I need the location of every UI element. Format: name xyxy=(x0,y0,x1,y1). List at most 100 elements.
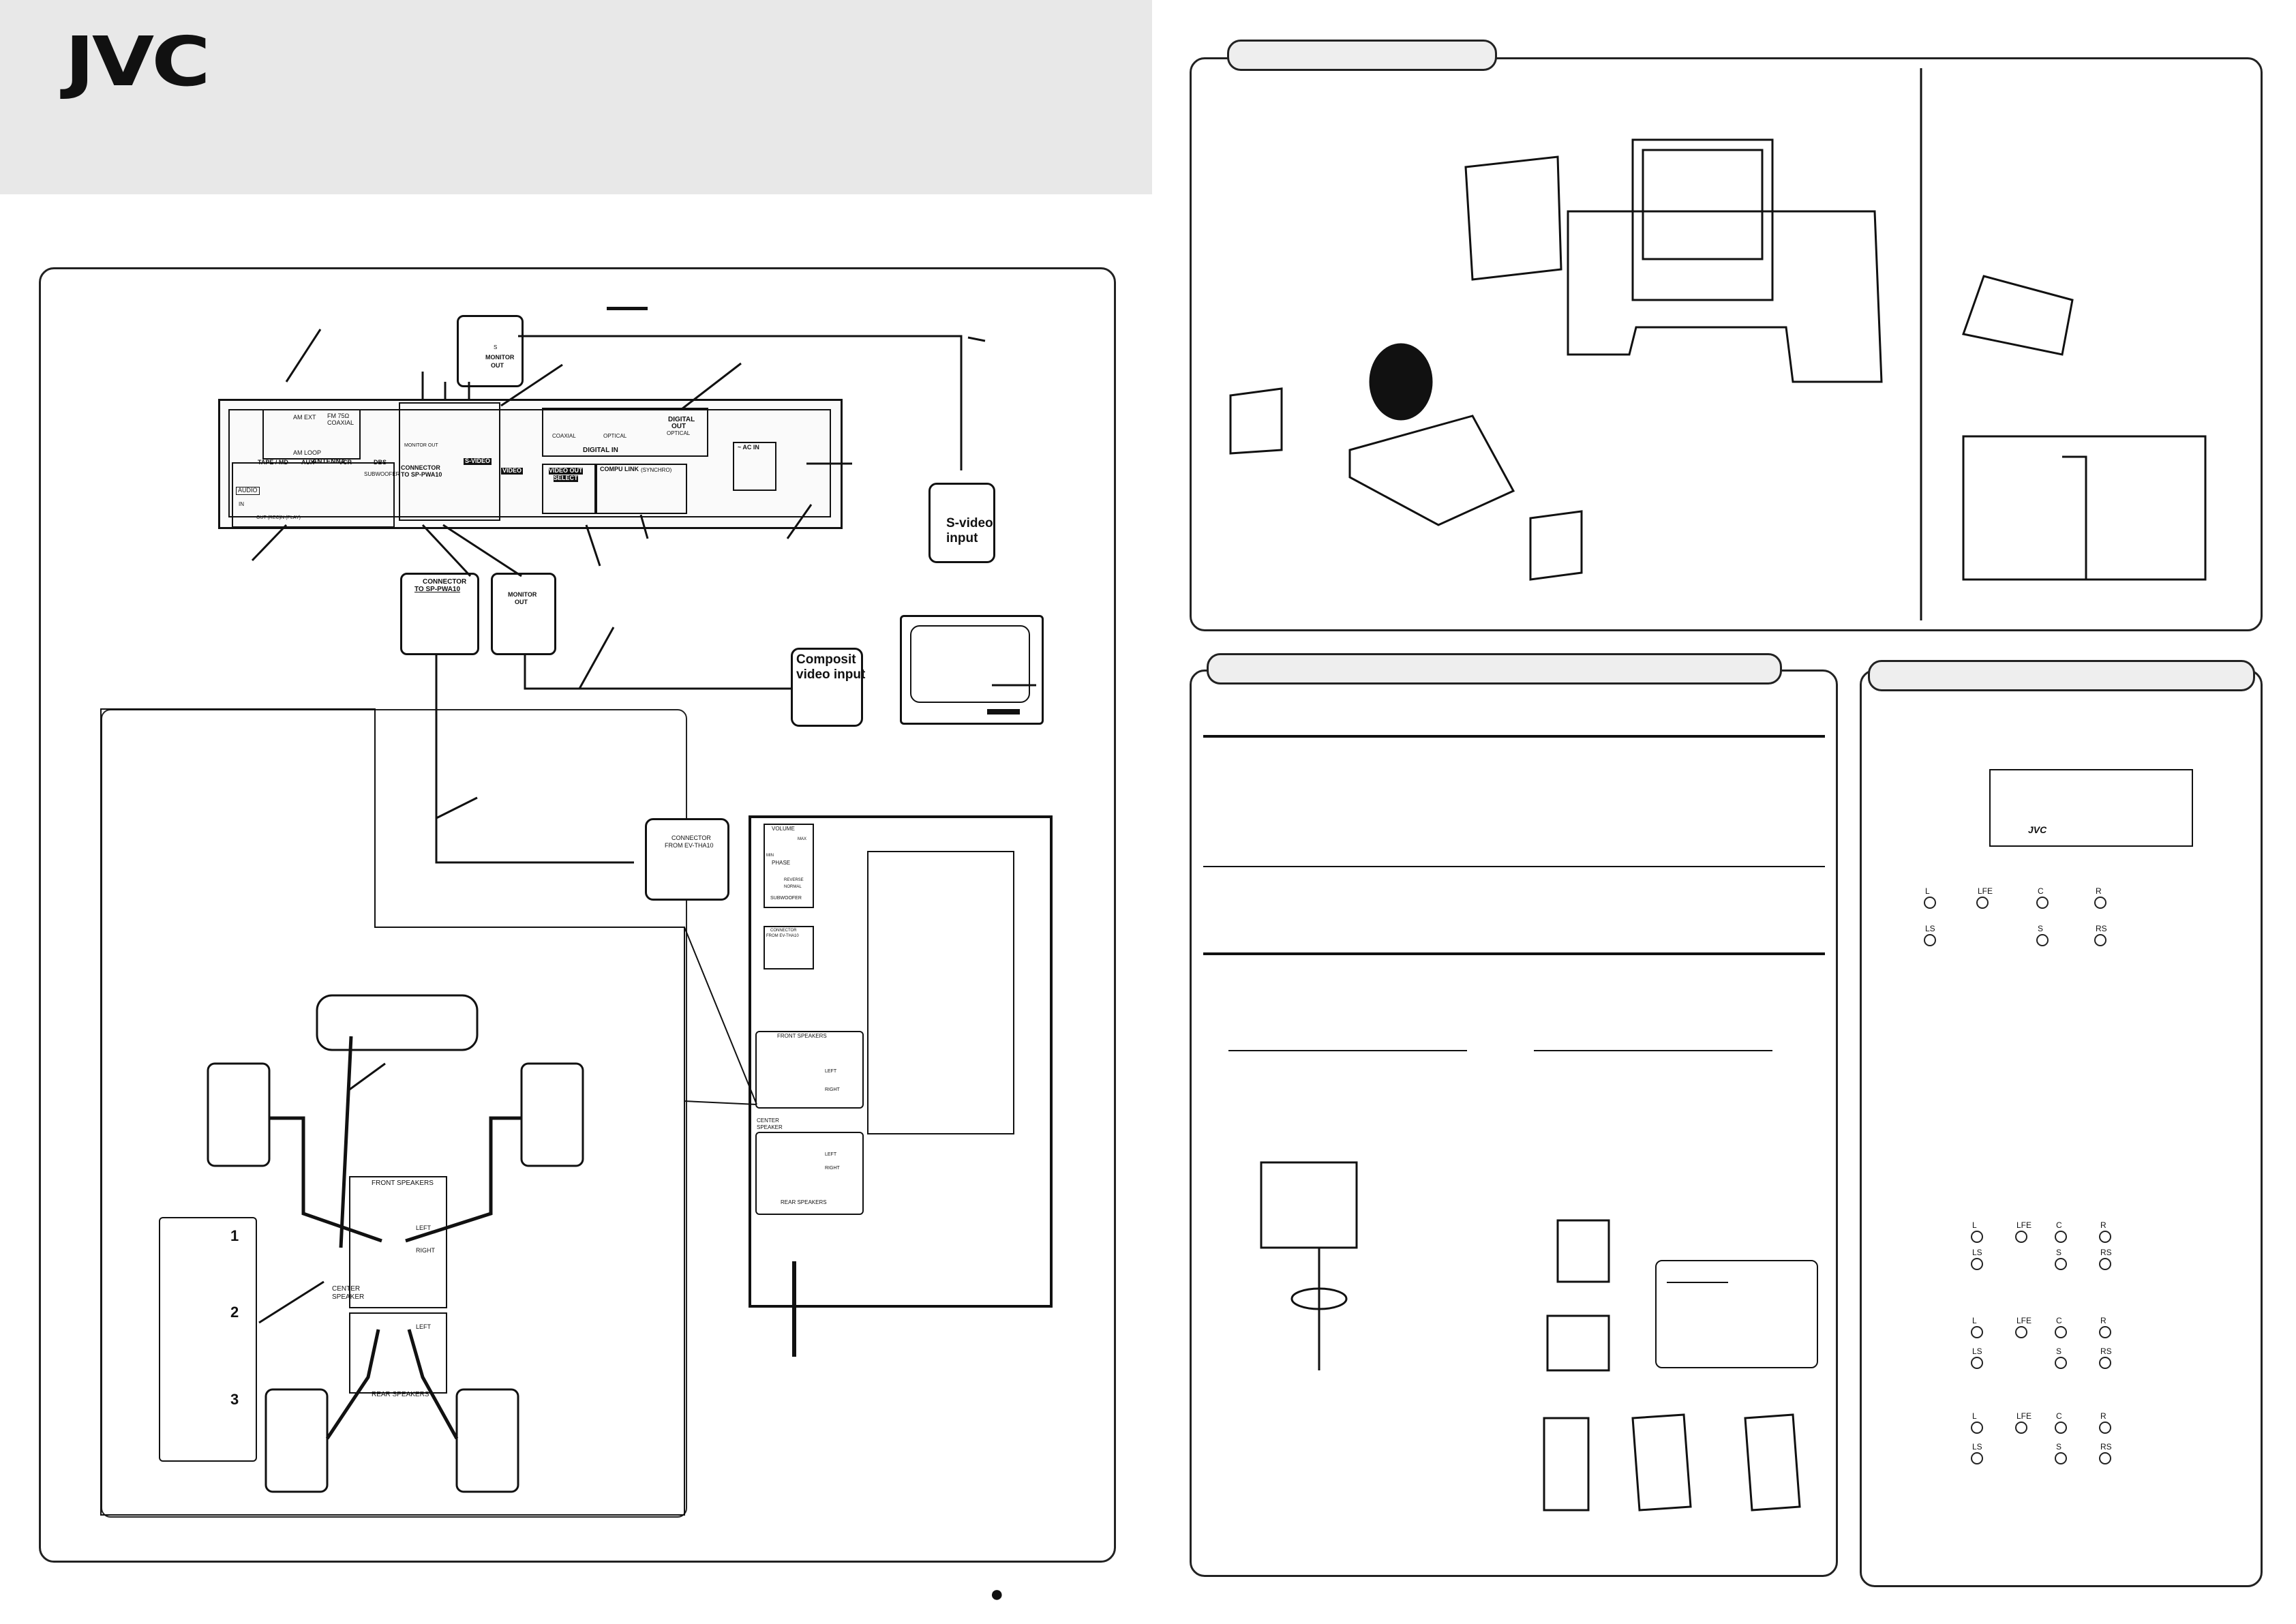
sub-subwoofer-label: SUBWOOFER xyxy=(770,896,802,901)
rear-left-speaker xyxy=(1229,387,1283,455)
indicator-panel xyxy=(1860,670,2263,1587)
rule-5 xyxy=(1534,1050,1772,1051)
sub-center-speaker-label: CENTER xyxy=(757,1117,779,1124)
rule-3 xyxy=(1203,952,1825,955)
tv-stand xyxy=(1567,210,1883,383)
placement-tab xyxy=(1227,40,1497,71)
wall-mount-plate xyxy=(1962,435,2207,581)
indicator-label-s: S xyxy=(2056,1442,2062,1452)
dbs-label: DBS xyxy=(374,459,387,466)
monitor-out-callout xyxy=(491,573,556,655)
indicator-led-l xyxy=(1971,1326,1983,1338)
antenna-block xyxy=(262,409,361,460)
indicator-led-c xyxy=(2055,1422,2067,1434)
digital-out-label: DIGITAL xyxy=(668,416,695,423)
connector-to-label: CONNECTOR xyxy=(401,464,440,471)
step-2: 2 xyxy=(230,1304,239,1321)
indicator-led-ls xyxy=(1971,1357,1983,1369)
connector-cable xyxy=(435,655,634,864)
video-out-select-label-2: SELECT xyxy=(554,475,578,482)
rule-1 xyxy=(1203,735,1825,738)
connector-to-callout-label-2: TO SP-PWA10 xyxy=(414,586,461,593)
svideo-input-label-2: input xyxy=(946,531,978,545)
sub-right-label-2: RIGHT xyxy=(825,1166,840,1171)
settings-tab xyxy=(1207,653,1782,685)
tv-monitor xyxy=(900,615,1044,725)
sub-left-label: LEFT xyxy=(825,1069,837,1074)
vcr-label: VCR xyxy=(339,459,352,466)
s-monitor-out-callout xyxy=(457,315,524,387)
compu-link-synchro-label: (SYNCHRO) xyxy=(641,467,672,473)
front-display-logo: JVC xyxy=(2028,824,2047,835)
svideo-input-label: S-video xyxy=(946,516,993,530)
indicator-led-ls xyxy=(1971,1452,1983,1464)
rear-right-speaker xyxy=(1529,510,1583,581)
indicator-led-s xyxy=(2055,1452,2067,1464)
indicator-label-l: L xyxy=(1972,1411,1977,1421)
indicator-label-l: L xyxy=(1972,1316,1977,1325)
sub-phase-label: PHASE xyxy=(772,860,791,866)
antenna-label: ANTENNA xyxy=(312,458,346,466)
indicator-label-ls: LS xyxy=(1972,1347,1982,1356)
tv-indicator xyxy=(987,709,1020,715)
indicator-led-lfe xyxy=(2015,1326,2027,1338)
jvc-logo: JVC xyxy=(65,21,211,102)
sub-vent-area xyxy=(867,851,1014,1134)
am-loop-label: AM LOOP xyxy=(293,449,322,456)
indicator-label-c: C xyxy=(2056,1411,2062,1421)
indicator-led-rs xyxy=(2094,934,2106,946)
indicator-label-c: C xyxy=(2056,1220,2062,1230)
indicator-led-r xyxy=(2099,1326,2111,1338)
indicator-label-s: S xyxy=(2056,1248,2062,1257)
indicator-led-lfe xyxy=(2015,1231,2027,1243)
indicator-led-c xyxy=(2055,1326,2067,1338)
indicator-label-lfe: LFE xyxy=(2016,1316,2032,1325)
indicator-label-r: R xyxy=(2100,1316,2106,1325)
indicator-led-lfe xyxy=(2015,1422,2027,1434)
indicator-led-c xyxy=(2036,897,2049,909)
wiring-rear-terminal-block xyxy=(349,1312,447,1394)
subwoofer-label: SUBWOOFER xyxy=(364,471,400,477)
wiring-right-label: RIGHT xyxy=(416,1247,435,1254)
tv-screen xyxy=(910,625,1030,703)
s-video-label: S-VIDEO xyxy=(464,457,492,465)
sub-rear-speaker-block xyxy=(755,1132,864,1215)
indicator-label-r: R xyxy=(2100,1220,2106,1230)
monitor-out-callout-label: MONITOR xyxy=(508,591,537,598)
indicator-led-l xyxy=(1971,1422,1983,1434)
indicator-label-s: S xyxy=(2056,1347,2062,1356)
indicator-led-rs xyxy=(2099,1452,2111,1464)
sub-normal-label: NORMAL xyxy=(784,885,802,889)
svideo-cable xyxy=(518,335,963,470)
mounted-speaker xyxy=(1260,1161,1358,1249)
subwoofer-rear-panel xyxy=(749,815,1053,1308)
header-band xyxy=(0,0,1152,194)
indicator-label-lfe: LFE xyxy=(2016,1411,2032,1421)
fm75-coaxial-label: COAXIAL xyxy=(327,419,354,426)
video-out-select-block xyxy=(542,464,596,514)
compu-link-block xyxy=(596,464,687,514)
ac-in-block xyxy=(733,442,776,491)
step-3: 3 xyxy=(230,1391,239,1408)
indicator-led-rs xyxy=(2099,1258,2111,1270)
wiring-subpanel-outline xyxy=(100,708,685,1516)
sub-center-speaker-label-2: SPEAKER xyxy=(757,1124,783,1130)
video-out-select-label: VIDEO OUT xyxy=(549,467,583,475)
indicator-label-rs: RS xyxy=(2100,1442,2112,1452)
ac-in-label: ~ AC IN xyxy=(738,444,759,451)
digital-out-label-2: OUT xyxy=(671,423,686,430)
wiring-terminal-block xyxy=(349,1176,447,1308)
note-box xyxy=(1655,1260,1818,1368)
sub-connector-label: CONNECTOR xyxy=(770,929,797,933)
front-left-speaker xyxy=(1464,155,1562,281)
in-label: IN xyxy=(239,501,244,507)
indicator-label-lfe: LFE xyxy=(1978,886,1993,896)
indicator-label-ls: LS xyxy=(1972,1248,1982,1257)
indicator-label-ls: LS xyxy=(1925,924,1935,933)
digital-in-label: DIGITAL IN xyxy=(583,447,618,454)
in-play-label: IN (PLAY) xyxy=(280,515,301,520)
indicator-led-ls xyxy=(1924,934,1936,946)
listener-head xyxy=(1369,343,1433,421)
connector-from-label-2: FROM EV-THA10 xyxy=(665,842,714,849)
